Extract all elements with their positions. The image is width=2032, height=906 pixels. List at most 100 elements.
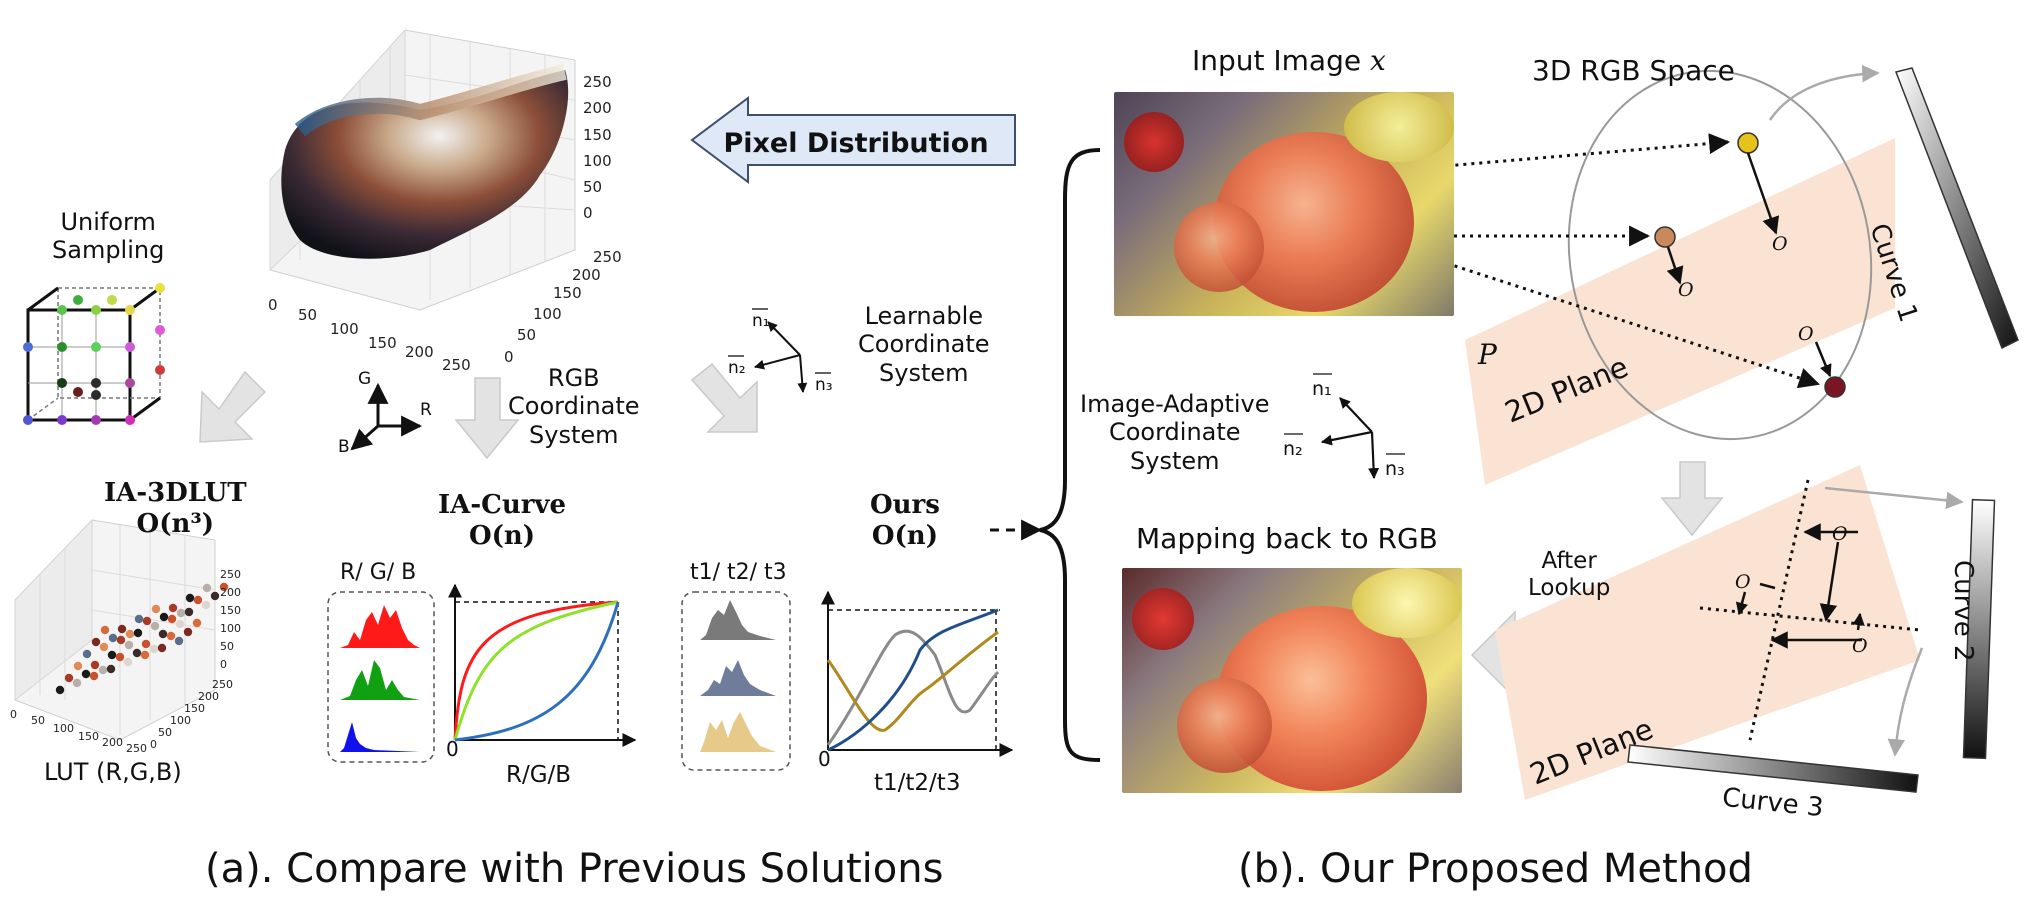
lut-dot — [150, 621, 160, 631]
lut-dot — [98, 665, 108, 675]
scatter-x-tick: 0 — [268, 296, 278, 314]
rgb-system-label: RGB Coordinate System — [508, 364, 640, 449]
ia-system-label: Image-Adaptive Coordinate System — [1080, 390, 1270, 475]
rgb-axis-b: B — [338, 437, 350, 457]
scatter-x-tick: 250 — [442, 356, 471, 374]
lut-y-tick: 100 — [170, 714, 191, 727]
lut-dot — [89, 671, 99, 681]
ia-n1-label: n₁ — [1312, 378, 1332, 400]
curve3-bar — [1627, 744, 1919, 793]
rgb-axis-g: G — [358, 369, 371, 389]
lut-dot — [125, 629, 135, 639]
lut-dot — [192, 618, 202, 628]
scatter-z-tick: 250 — [583, 73, 612, 91]
hist-slate — [700, 660, 776, 696]
scatter-x-tick: 150 — [368, 334, 397, 352]
rose-yellow — [1352, 568, 1462, 638]
curve-origin: 0 — [446, 737, 459, 761]
learnable-line-1: Learnable — [864, 302, 984, 330]
scatter-z-tick: 50 — [583, 178, 602, 196]
lut-dot — [124, 640, 134, 650]
pixel-scatter-3d: 250 200 150 100 50 0 250 200 150 100 50 … — [268, 28, 622, 374]
rgb-space-title: 3D RGB Space — [1532, 54, 1735, 87]
curve1-bar — [1894, 67, 2019, 350]
learnable-line-3: System — [879, 358, 969, 387]
scatter-y-tick: 200 — [572, 266, 601, 284]
hist-sand — [700, 712, 776, 752]
rgb-histograms — [327, 591, 435, 763]
lut-dot — [202, 583, 212, 593]
ours-curve-gold — [826, 630, 999, 732]
lut-dot — [116, 635, 126, 645]
lut-dot — [175, 619, 185, 629]
lut-y-tick: 50 — [158, 726, 172, 739]
lut-x-tick: 100 — [53, 722, 74, 735]
lut-title: IA-3DLUT — [104, 478, 247, 508]
learnable-n3-label: n₃ — [815, 375, 833, 395]
plane-p-label: P — [1478, 338, 1497, 371]
origin-o-label: O — [1772, 233, 1788, 255]
ia-curve-title: IA-Curve O(n) — [438, 490, 566, 551]
rose-left — [1174, 202, 1264, 292]
ia-3dlut-title: IA-3DLUT O(n³) — [104, 478, 247, 539]
lut-dot — [81, 669, 91, 679]
lut-scatter-3d: 250 200 150 100 50 0 0 50 100 150 200 25… — [10, 518, 241, 755]
ours-title: Ours O(n) — [870, 490, 940, 551]
scatter-y-tick: 250 — [593, 248, 622, 266]
lut-dot — [142, 616, 152, 626]
lut-dot — [158, 629, 168, 639]
lut-dot — [174, 636, 184, 646]
lut-dot — [166, 631, 176, 641]
input-image-title: Input Image x — [1192, 44, 1386, 77]
scatter-z-tick: 0 — [583, 204, 593, 222]
ours-curve-plot — [821, 590, 1014, 757]
rgb-hist-label: R/ G/ B — [340, 560, 417, 585]
hist-blue — [340, 722, 420, 752]
lut-dot — [141, 639, 151, 649]
lut-z-tick: 100 — [220, 622, 241, 635]
rgb-line-1: RGB — [547, 364, 600, 392]
lut-dot — [149, 644, 159, 654]
origin-o-label: O — [1735, 571, 1751, 593]
origin-o-label: O — [1678, 279, 1694, 301]
lut-dot — [176, 608, 186, 618]
lut-z-tick: 50 — [220, 640, 234, 653]
lut-y-tick: 0 — [150, 738, 157, 751]
lut-dot — [82, 649, 92, 659]
uniform-sampling-cube — [23, 283, 165, 425]
lut-z-tick: 150 — [220, 604, 241, 617]
origin-o-label: O — [1798, 323, 1814, 345]
input-image-label: Input Image — [1192, 44, 1362, 77]
lut-y-tick: 150 — [184, 702, 205, 715]
ia-curve-plot — [448, 583, 637, 747]
ia-n2-label: n₂ — [1283, 438, 1303, 460]
lut-dot — [210, 591, 220, 601]
ia-line-1: Image-Adaptive — [1080, 390, 1270, 418]
lut-dot — [183, 627, 193, 637]
rgb-axes — [350, 382, 423, 451]
origin-o-label: O — [1852, 635, 1868, 657]
lut-dot — [140, 650, 150, 660]
lut-dot — [193, 595, 203, 605]
output-image — [1122, 568, 1462, 793]
ours-curve-gray — [826, 629, 1000, 746]
lut-label: LUT (R,G,B) — [44, 758, 182, 786]
after-lookup-label: After Lookup — [1528, 548, 1610, 602]
rgb-line-3: System — [529, 420, 619, 449]
ours-origin: 0 — [818, 747, 831, 771]
learnable-n2-label: n₂ — [728, 358, 746, 378]
rgb-space-ellipse — [1567, 69, 1873, 441]
ours-title-text: Ours — [870, 490, 940, 520]
learnable-line-2: Coordinate — [858, 330, 990, 359]
rgb-line-2: Coordinate — [508, 392, 640, 421]
lut-dot — [151, 604, 161, 614]
lut-dot — [73, 661, 83, 671]
ia-axes — [1320, 397, 1380, 480]
lut-x-tick: 50 — [31, 714, 45, 727]
ia-line-3: System — [1130, 446, 1220, 475]
hist-green — [340, 660, 420, 700]
lut-y-tick: 200 — [198, 690, 219, 703]
lut-dot — [108, 633, 118, 643]
lut-dot — [167, 614, 177, 624]
lut-x-tick: 250 — [126, 742, 147, 755]
